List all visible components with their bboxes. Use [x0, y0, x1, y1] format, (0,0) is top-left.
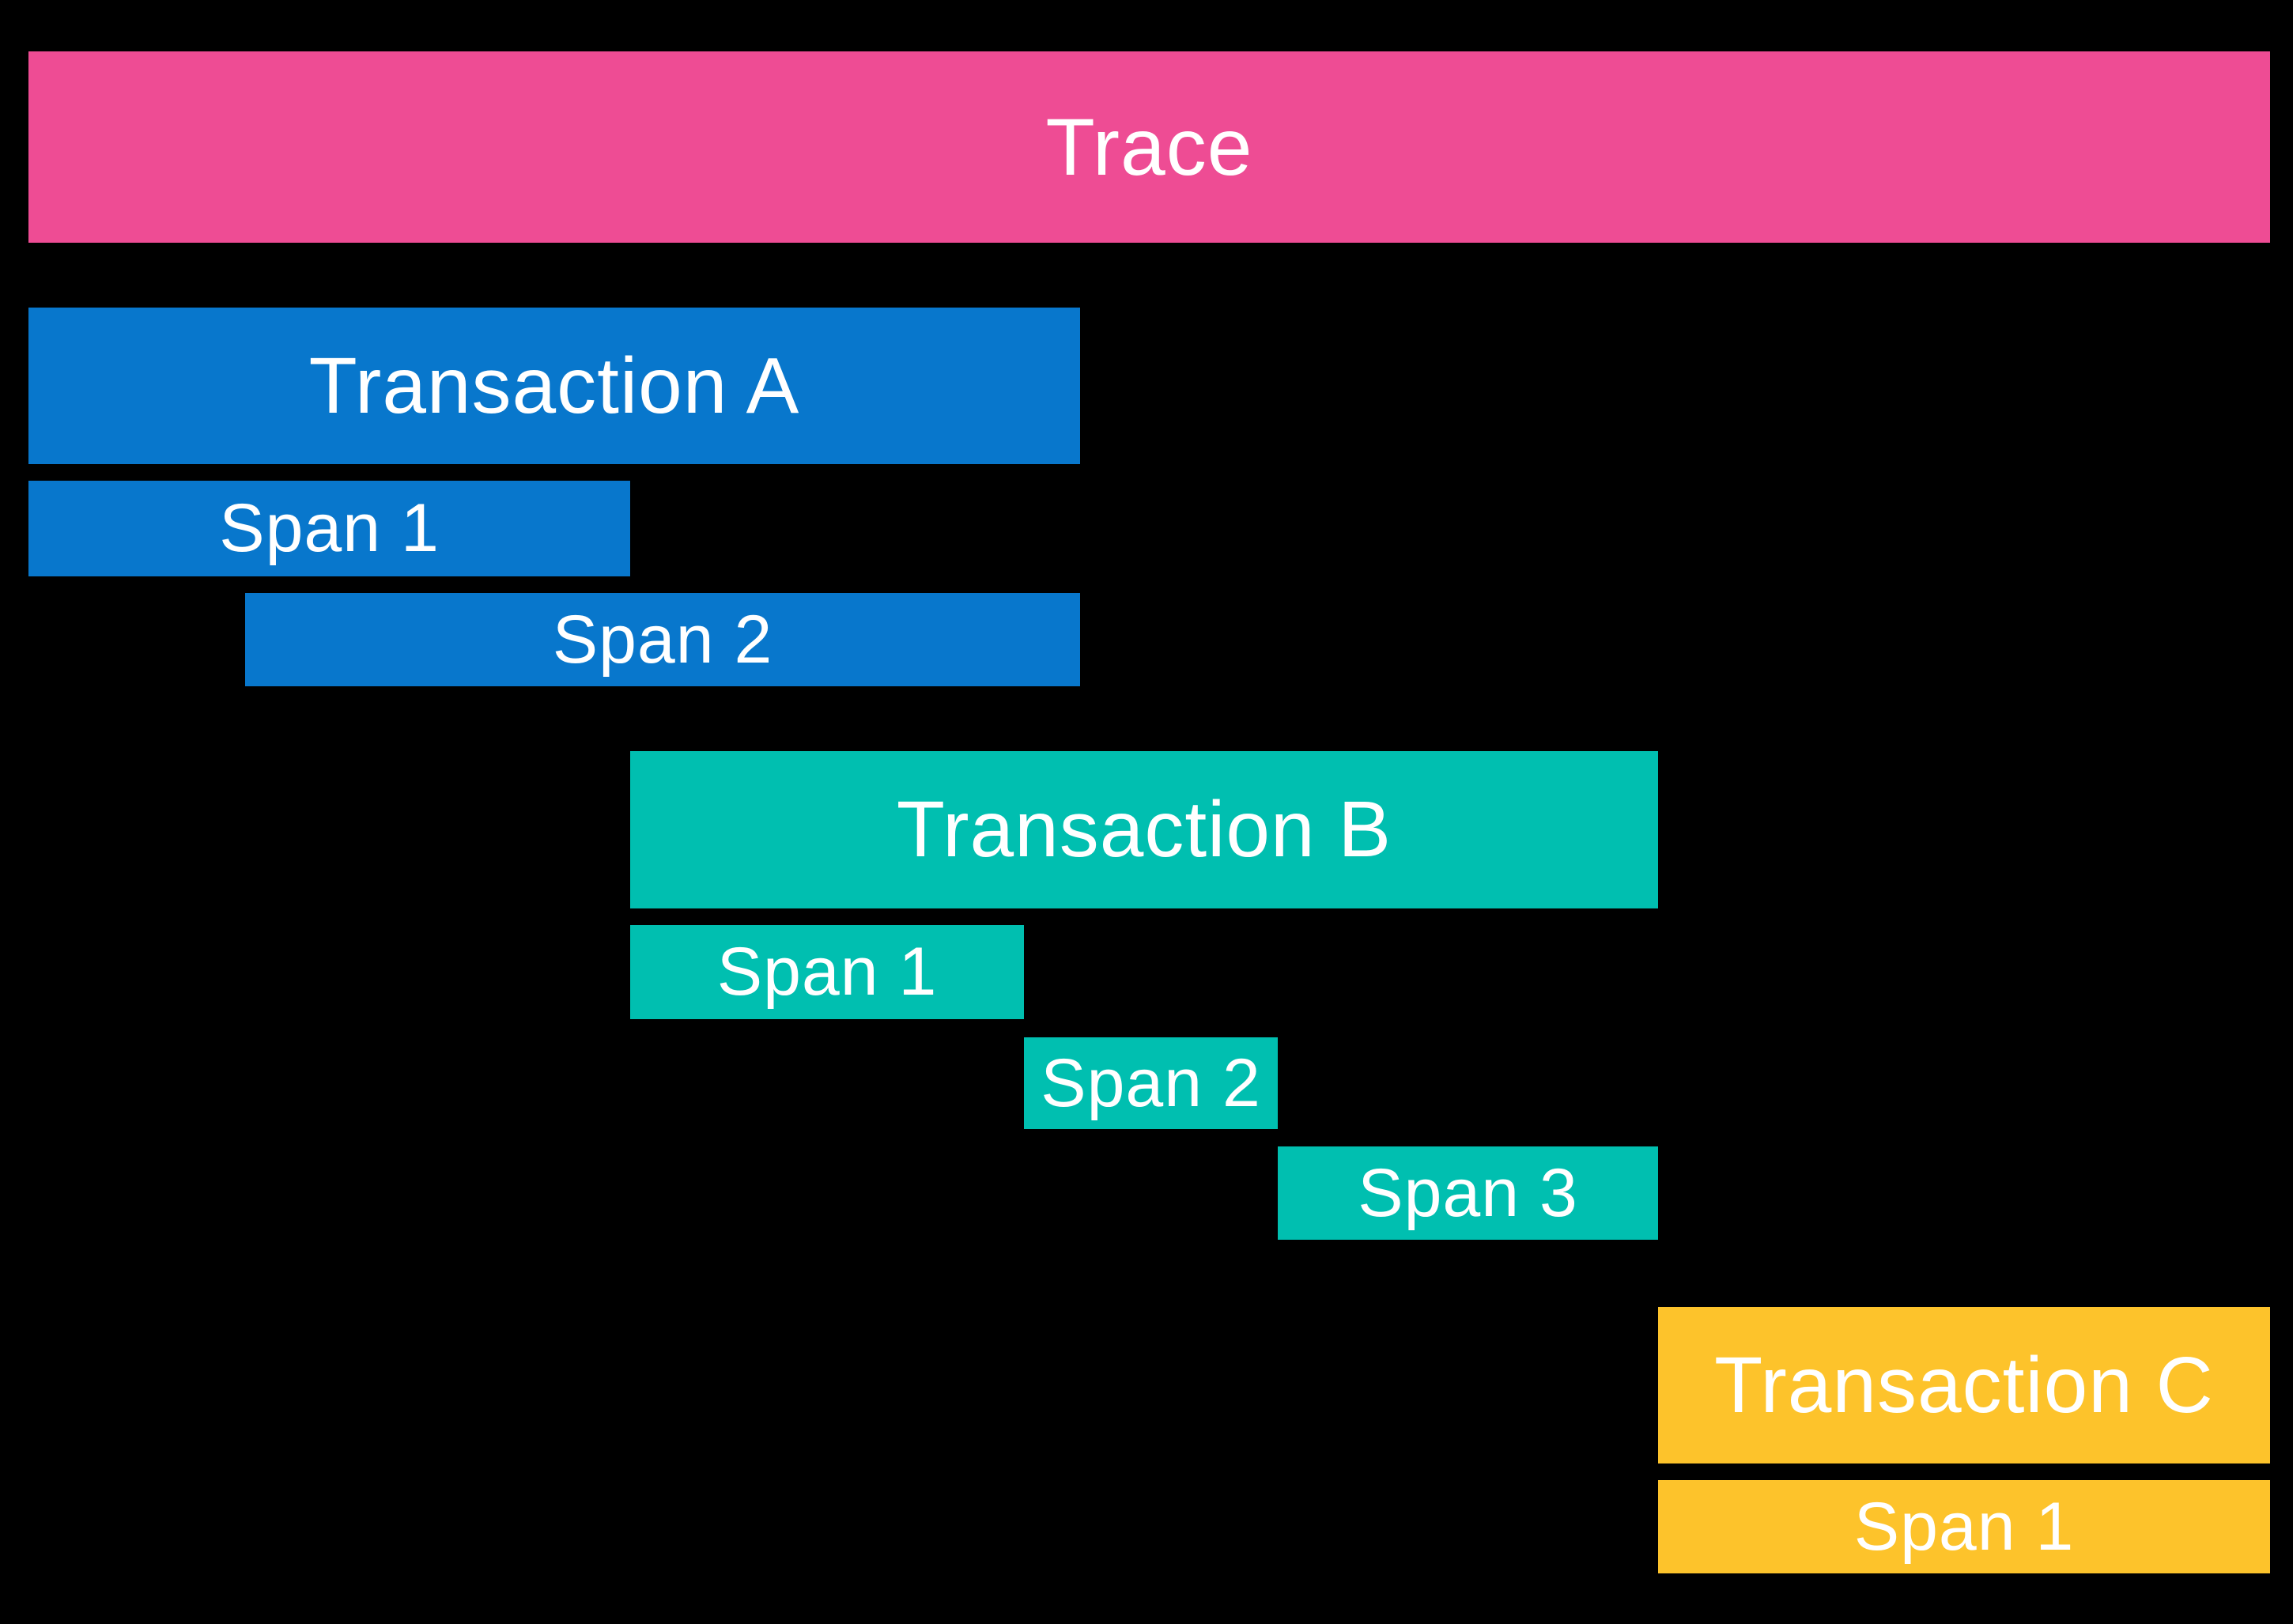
transaction-b-span-1-label: Span 1: [716, 934, 938, 1010]
transaction-a-span-2-bar: Span 2: [245, 593, 1080, 686]
transaction-a-span-1-bar: Span 1: [28, 481, 630, 576]
trace-label: Trace: [1045, 101, 1253, 192]
transaction-c-span-1-label: Span 1: [1853, 1488, 2075, 1565]
transaction-a-span-1-label: Span 1: [219, 490, 440, 566]
transaction-a-label: Transaction A: [308, 341, 800, 430]
transaction-b-span-3-label: Span 3: [1358, 1154, 1578, 1231]
transaction-c-span-1-bar: Span 1: [1658, 1480, 2270, 1573]
transaction-b-label: Transaction B: [896, 785, 1392, 874]
transaction-c-label: Transaction C: [1714, 1340, 2214, 1429]
transaction-a-span-2-label: Span 2: [552, 601, 773, 678]
trace-bar: Trace: [28, 51, 2270, 243]
transaction-b-span-3-bar: Span 3: [1278, 1146, 1658, 1240]
transaction-b-span-2-bar: Span 2: [1024, 1037, 1278, 1129]
transaction-b-span-1-bar: Span 1: [630, 925, 1024, 1019]
transaction-b-span-2-label: Span 2: [1041, 1044, 1261, 1121]
transaction-c-bar: Transaction C: [1658, 1307, 2270, 1463]
transaction-b-bar: Transaction B: [630, 751, 1658, 908]
transaction-a-bar: Transaction A: [28, 308, 1080, 464]
